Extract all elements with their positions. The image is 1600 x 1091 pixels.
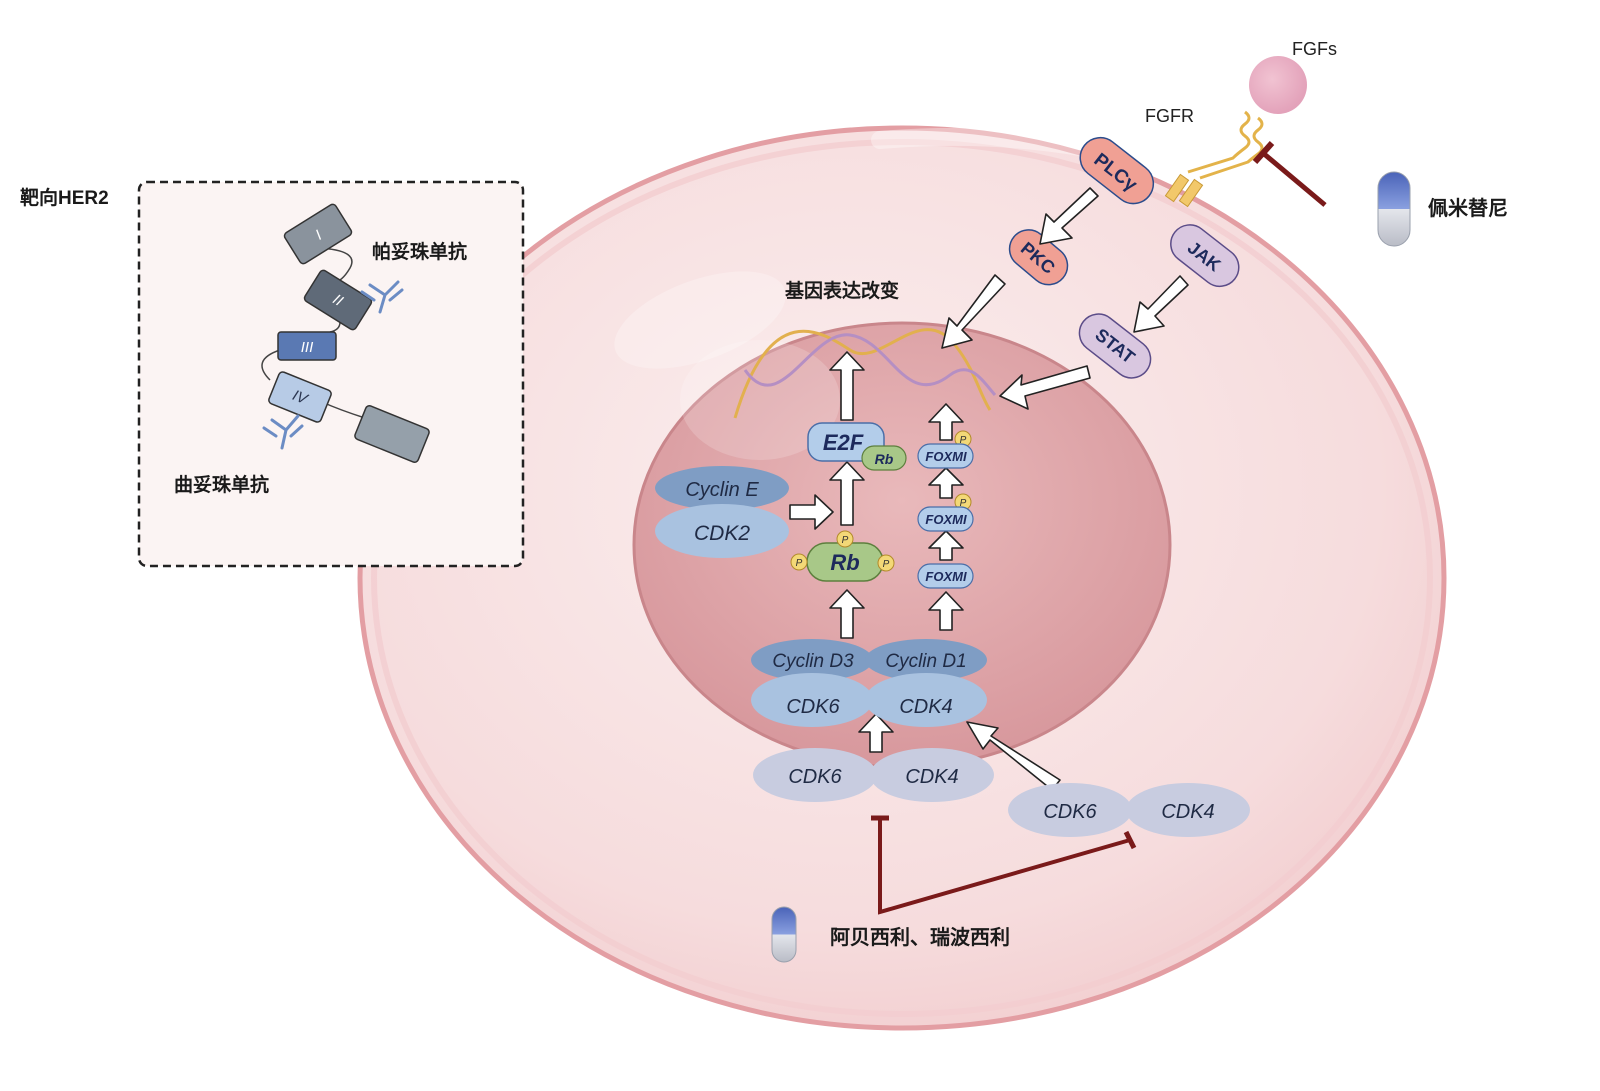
cyclin-d1-node: [865, 639, 987, 681]
dna-helix: [733, 328, 997, 419]
nuclear-proteins: E2F Rb Cyclin E CDK2 Rb P P P P P FOXMI …: [655, 422, 987, 727]
cdk-inhibitor-pill-icon: [771, 906, 797, 963]
nucleus-glare: [680, 340, 840, 460]
arrow-outer-cdk-to-cdk4: [966, 721, 1061, 791]
arrow-foxm1-1-to-2: [928, 530, 964, 561]
plcy-node: [1079, 136, 1155, 205]
cdk6-bound-label: CDK6: [786, 696, 840, 718]
her2-targeting-panel: 靶向HER2 I II III IV 帕妥珠单抗 曲妥珠单抗: [20, 180, 525, 568]
cyclin-e-node: [655, 466, 789, 510]
her2-domain-iv: [268, 371, 332, 423]
cdk4-cyto-a-label: CDK4: [905, 766, 958, 788]
her2-transmembrane-domain: [354, 405, 430, 463]
cdk6-cyto-b: [1008, 783, 1132, 837]
fgfr-transmembrane-a: [1164, 173, 1190, 203]
cdk2-label: CDK2: [694, 522, 750, 545]
her2-domain-i: [283, 203, 353, 265]
her2-domain-ii: [303, 269, 373, 331]
cdk6-cyto-a-label: CDK6: [788, 766, 842, 788]
her2-domain-iii-label: III: [301, 339, 314, 356]
cytoplasmic-cdks: CDK6 CDK4 CDK6 CDK4: [753, 748, 1250, 837]
cyclin-d3-label: Cyclin D3: [772, 651, 854, 672]
pemigatinib-inhibition-line: [1261, 151, 1327, 207]
cdk6-bound-node: [751, 673, 873, 727]
rb-label: Rb: [830, 550, 859, 575]
fgfr-transmembrane-b: [1178, 178, 1204, 208]
phospho-label-3: P: [883, 559, 890, 570]
fgfr-receptor-icon: [1187, 110, 1264, 180]
pertuzumab-antibody-icon: [360, 280, 404, 314]
foxm1-label-top: FOXMI: [925, 449, 967, 464]
trastuzumab-label: 曲妥珠单抗: [174, 473, 269, 496]
phospho-label-2: P: [796, 558, 803, 569]
arrow-plcy-to-pkc: [1039, 187, 1099, 245]
dna-strand-b: [743, 333, 997, 396]
phospho-label-1: P: [842, 535, 849, 546]
fgfr-label: FGFR: [1145, 106, 1194, 126]
gene-expression-label: 基因表达改变: [784, 279, 899, 302]
fgf-ligand: [1249, 56, 1307, 114]
cell-inner-rim: [371, 139, 1433, 1017]
her2-linker: [261, 247, 366, 419]
fgfs-label: FGFs: [1292, 39, 1337, 59]
trastuzumab-antibody-icon: [262, 414, 304, 450]
fgf-receptor-group: FGFs FGFR 佩米替尼: [1145, 39, 1508, 247]
rb-small-label: Rb: [875, 451, 894, 467]
jak-node: [1170, 224, 1240, 288]
cyclin-d3-node: [751, 639, 873, 681]
foxm1-node-mid: [917, 506, 974, 532]
cdk4-cyto-b-label: CDK4: [1161, 801, 1214, 823]
arrow-cdk2-to-rb: [789, 494, 834, 530]
cyclin-d1-label: Cyclin D1: [885, 651, 966, 672]
pemigatinib-pill-icon: [1377, 171, 1411, 247]
cell-glare: [614, 271, 786, 369]
cdk4-cyto-b: [1126, 783, 1250, 837]
cdk4-cyto-a: [870, 748, 994, 802]
stat-node: [1078, 313, 1152, 379]
pemigatinib-label: 佩米替尼: [1428, 196, 1508, 220]
her2-box-title: 靶向HER2: [20, 186, 109, 209]
cdk-inhibition-lines: [878, 818, 1131, 915]
her2-dashed-box: [137, 180, 525, 568]
foxm1-node-top: [917, 443, 974, 469]
arrow-foxm1-2-to-3: [928, 467, 964, 499]
arrow-stat-to-dna: [999, 365, 1091, 410]
cyclin-e-label: Cyclin E: [685, 479, 759, 501]
foxm1-label-bottom: FOXMI: [925, 569, 967, 584]
arrow-pkc-to-dna: [941, 274, 1006, 349]
cdk6-cyto-a: [753, 748, 877, 802]
foxm1-node-bottom: [917, 563, 974, 589]
phospho-label-4: P: [960, 435, 967, 446]
pathway-arrows: [789, 187, 1189, 791]
foxm1-label-mid: FOXMI: [925, 512, 967, 527]
phospho-badge-rb-right: [877, 554, 895, 572]
arrow-cyclin-d1-to-foxm1: [928, 591, 964, 631]
cdk-inhibitor-group: 阿贝西利、瑞波西利: [771, 815, 1137, 963]
arrow-e2f-to-dna: [829, 351, 865, 421]
cdk4-bound-node: [865, 673, 987, 727]
cdk4-bound-label: CDK4: [899, 696, 952, 718]
cdk2-node: [655, 504, 789, 558]
phospho-badges: [790, 430, 972, 572]
arrow-cdk6-complex-to-rb: [829, 589, 865, 639]
arrow-cdk-to-complex: [858, 713, 894, 753]
phospho-label-5: P: [960, 498, 967, 509]
cdk-inhibition-bar-b: [1123, 830, 1137, 850]
phospho-badge-rb-top: [836, 530, 854, 548]
arrow-rb-to-e2f: [829, 461, 865, 526]
signaling-cascade: PLCγ PKC JAK STAT: [1008, 136, 1240, 379]
cdk-inhibitors-label: 阿贝西利、瑞波西利: [830, 926, 1010, 949]
pertuzumab-label: 帕妥珠单抗: [372, 240, 467, 263]
her2-domain-iii: [277, 331, 337, 361]
arrow-jak-to-stat: [1133, 275, 1189, 333]
rb-small-node: [861, 445, 907, 471]
phospho-badge-rb-left: [790, 553, 808, 571]
cdk6-cyto-b-label: CDK6: [1043, 801, 1097, 823]
arrow-foxm1-to-dna: [928, 403, 964, 441]
pemigatinib-inhibition-bar: [1252, 140, 1275, 165]
e2f-label: E2F: [823, 430, 864, 455]
